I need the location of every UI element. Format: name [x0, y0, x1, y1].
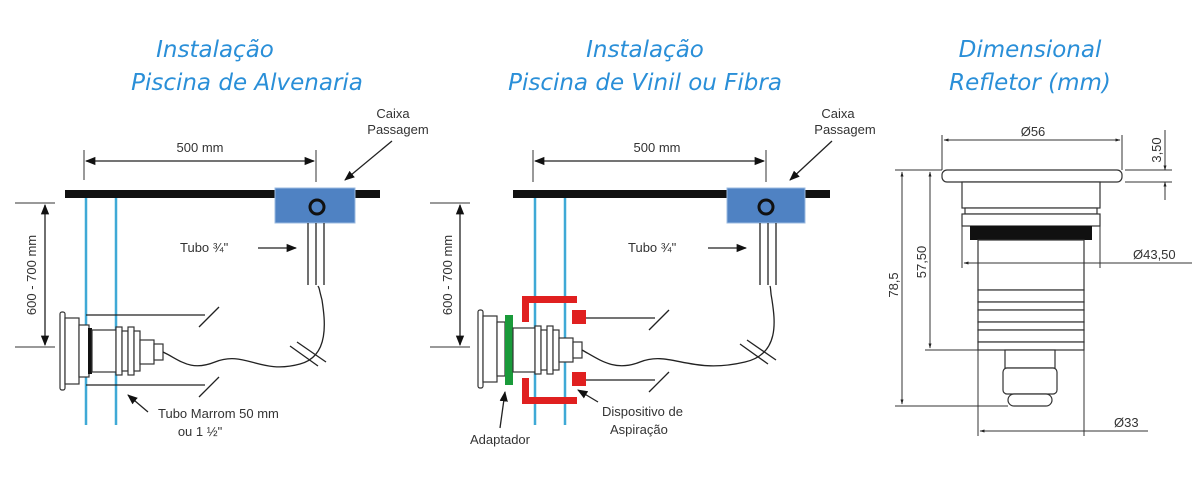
- body-height-label: 57,50: [914, 246, 929, 279]
- panel-title-line1: Dimensional: [959, 37, 1102, 63]
- cable: [162, 285, 325, 368]
- junction-box-arrow: [789, 140, 833, 181]
- junction-box-port-icon: [308, 198, 326, 216]
- break-mark: [289, 345, 319, 367]
- panel-title-line2: Piscina de Alvenaria: [131, 70, 363, 96]
- break-mark: [198, 306, 220, 328]
- light-fixture: [477, 309, 583, 389]
- panel-title-line2: Piscina de Vinil ou Fibra: [508, 70, 782, 96]
- pool-edge-beam: [65, 190, 380, 198]
- junction-box-label-line2: Passagem: [367, 122, 428, 137]
- junction-box-label-line1: Caixa: [821, 106, 855, 121]
- tube-label: Tubo ¾": [180, 240, 229, 255]
- break-mark: [739, 343, 769, 365]
- reflector-drawing: [941, 169, 1123, 407]
- cable: [581, 285, 775, 367]
- adapter-arrow: [499, 390, 508, 429]
- brown-tube-label-line1: Tubo Marrom 50 mm: [158, 406, 279, 421]
- pool-edge-beam: [513, 190, 830, 198]
- body-diameter-label: Ø43,50: [1133, 247, 1176, 262]
- distance-label: 500 mm: [634, 140, 681, 155]
- panel-vinyl-fiber-pool: Instalação Piscina de Vinil ou Fibra 500…: [430, 37, 876, 447]
- panel-masonry-pool: Instalação Piscina de Alvenaria 500 mm C…: [15, 37, 429, 439]
- total-height-label: 78,5: [886, 272, 901, 297]
- aspiration-device: [522, 296, 586, 404]
- light-fixture: [59, 311, 164, 391]
- flange-thickness-label: 3,50: [1149, 137, 1164, 162]
- device-label-line1: Dispositivo de: [602, 404, 683, 419]
- brown-tube-arrow: [127, 394, 149, 413]
- junction-box: [726, 187, 806, 224]
- panel-dimensional: Dimensional Refletor (mm) Ø56 3,50: [886, 37, 1192, 436]
- junction-box-label-line1: Caixa: [376, 106, 410, 121]
- panel-title-line1: Instalação: [586, 37, 704, 63]
- device-label-line2: Aspiração: [610, 422, 668, 437]
- tube-label: Tubo ¾": [628, 240, 677, 255]
- break-mark: [746, 339, 777, 361]
- depth-label: 600 - 700 mm: [440, 235, 455, 315]
- brown-tube-label-line2: ou 1 ½": [178, 424, 223, 439]
- break-mark: [648, 371, 670, 393]
- junction-box-port-icon: [757, 198, 775, 216]
- junction-box-arrow: [344, 140, 393, 181]
- junction-box-label-line2: Passagem: [814, 122, 875, 137]
- junction-box: [274, 187, 356, 224]
- panel-title-line2: Refletor (mm): [949, 70, 1111, 96]
- break-mark: [296, 341, 327, 363]
- adapter-label: Adaptador: [470, 432, 531, 447]
- panel-title-line1: Instalação: [156, 37, 274, 63]
- distance-label: 500 mm: [177, 140, 224, 155]
- gland-diameter-label: Ø33: [1114, 415, 1139, 430]
- flange-diameter-label: Ø56: [1021, 124, 1046, 139]
- depth-label: 600 - 700 mm: [24, 235, 39, 315]
- adapter-ring: [505, 315, 513, 385]
- break-mark: [198, 376, 220, 398]
- break-mark: [648, 309, 670, 331]
- device-arrow: [577, 389, 599, 403]
